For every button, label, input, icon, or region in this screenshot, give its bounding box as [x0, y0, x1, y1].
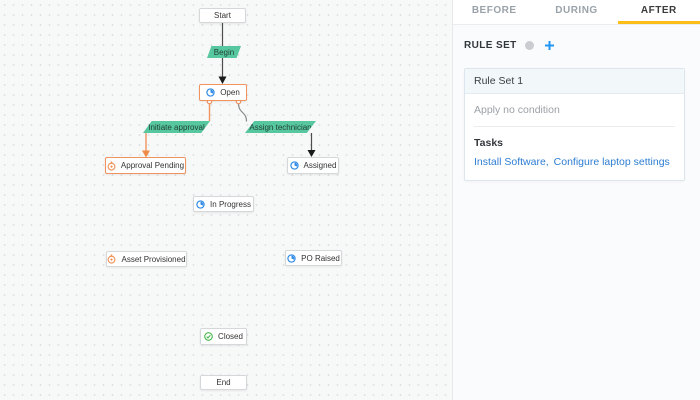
tab-during[interactable]: DURING — [555, 5, 598, 16]
plus-icon — [544, 41, 554, 50]
clock-icon — [289, 161, 299, 170]
info-icon[interactable] — [524, 41, 534, 50]
arrowhead-assigned — [307, 150, 316, 157]
node-open[interactable]: Open — [199, 84, 247, 101]
node-start[interactable]: Start — [199, 8, 246, 23]
node-label: Closed — [218, 332, 243, 341]
clock-icon — [206, 88, 215, 97]
stopwatch-icon — [108, 254, 116, 264]
node-po-raised[interactable]: PO Raised — [285, 250, 342, 266]
rule-set-card-title: Rule Set 1 — [465, 69, 684, 94]
stopwatch-icon — [107, 161, 116, 171]
node-approval-pending[interactable]: Approval Pending — [105, 157, 186, 174]
transition-assign-technician[interactable]: Assign technician — [245, 121, 316, 133]
phase-tabbar: BEFORE DURING AFTER — [453, 0, 700, 25]
node-assigned[interactable]: Assigned — [287, 157, 339, 174]
transition-initiate-approval[interactable]: Initiate approval — [143, 121, 210, 133]
node-label: Approval Pending — [120, 161, 185, 170]
transition-begin[interactable]: Begin — [207, 46, 241, 58]
rules-panel: BEFORE DURING AFTER RULE SET Rule Set 1 … — [452, 0, 700, 400]
node-label: Start — [214, 11, 231, 20]
task-separator: , — [545, 156, 549, 168]
node-label: PO Raised — [301, 253, 340, 263]
transition-label: Assign technician — [249, 122, 312, 132]
node-label: Open — [220, 88, 240, 97]
node-asset-provisioned[interactable]: Asset Provisioned — [106, 251, 187, 267]
tab-after[interactable]: AFTER — [617, 0, 700, 24]
tab-before[interactable]: BEFORE — [471, 5, 517, 16]
rule-set-title: RULE SET — [464, 40, 517, 51]
workflow-canvas[interactable]: Start Open Approval Pending Assigned — [0, 0, 452, 400]
edge-open-assign — [237, 102, 248, 122]
node-label: End — [216, 378, 231, 387]
task-link-configure-laptop[interactable]: Configure laptop settings — [553, 156, 670, 168]
panel-content: RULE SET Rule Set 1 Apply no condition T… — [453, 25, 700, 181]
rule-set-section-header: RULE SET — [464, 40, 685, 51]
node-end[interactable]: End — [200, 375, 247, 390]
add-rule-set-button[interactable] — [544, 40, 555, 51]
transition-label: Begin — [213, 47, 235, 57]
node-closed[interactable]: Closed — [200, 328, 247, 345]
task-links: Install Software, Configure laptop setti… — [474, 156, 675, 168]
clock-icon — [196, 199, 205, 209]
tasks-heading: Tasks — [474, 137, 503, 149]
arrowhead-open — [218, 76, 227, 84]
rule-set-card: Rule Set 1 Apply no condition Tasks Inst… — [464, 68, 685, 181]
node-label: In Progress — [210, 199, 251, 209]
node-label: Assigned — [303, 161, 337, 170]
node-label: Asset Provisioned — [121, 254, 186, 264]
transition-label: Initiate approval — [148, 122, 205, 132]
clock-icon — [287, 253, 296, 263]
rule-set-card-body: Apply no condition Tasks Install Softwar… — [465, 94, 684, 180]
check-circle-icon — [204, 332, 213, 341]
task-link-install-software[interactable]: Install Software — [474, 156, 546, 168]
rule-condition: Apply no condition — [474, 104, 675, 127]
node-in-progress[interactable]: In Progress — [193, 196, 254, 212]
